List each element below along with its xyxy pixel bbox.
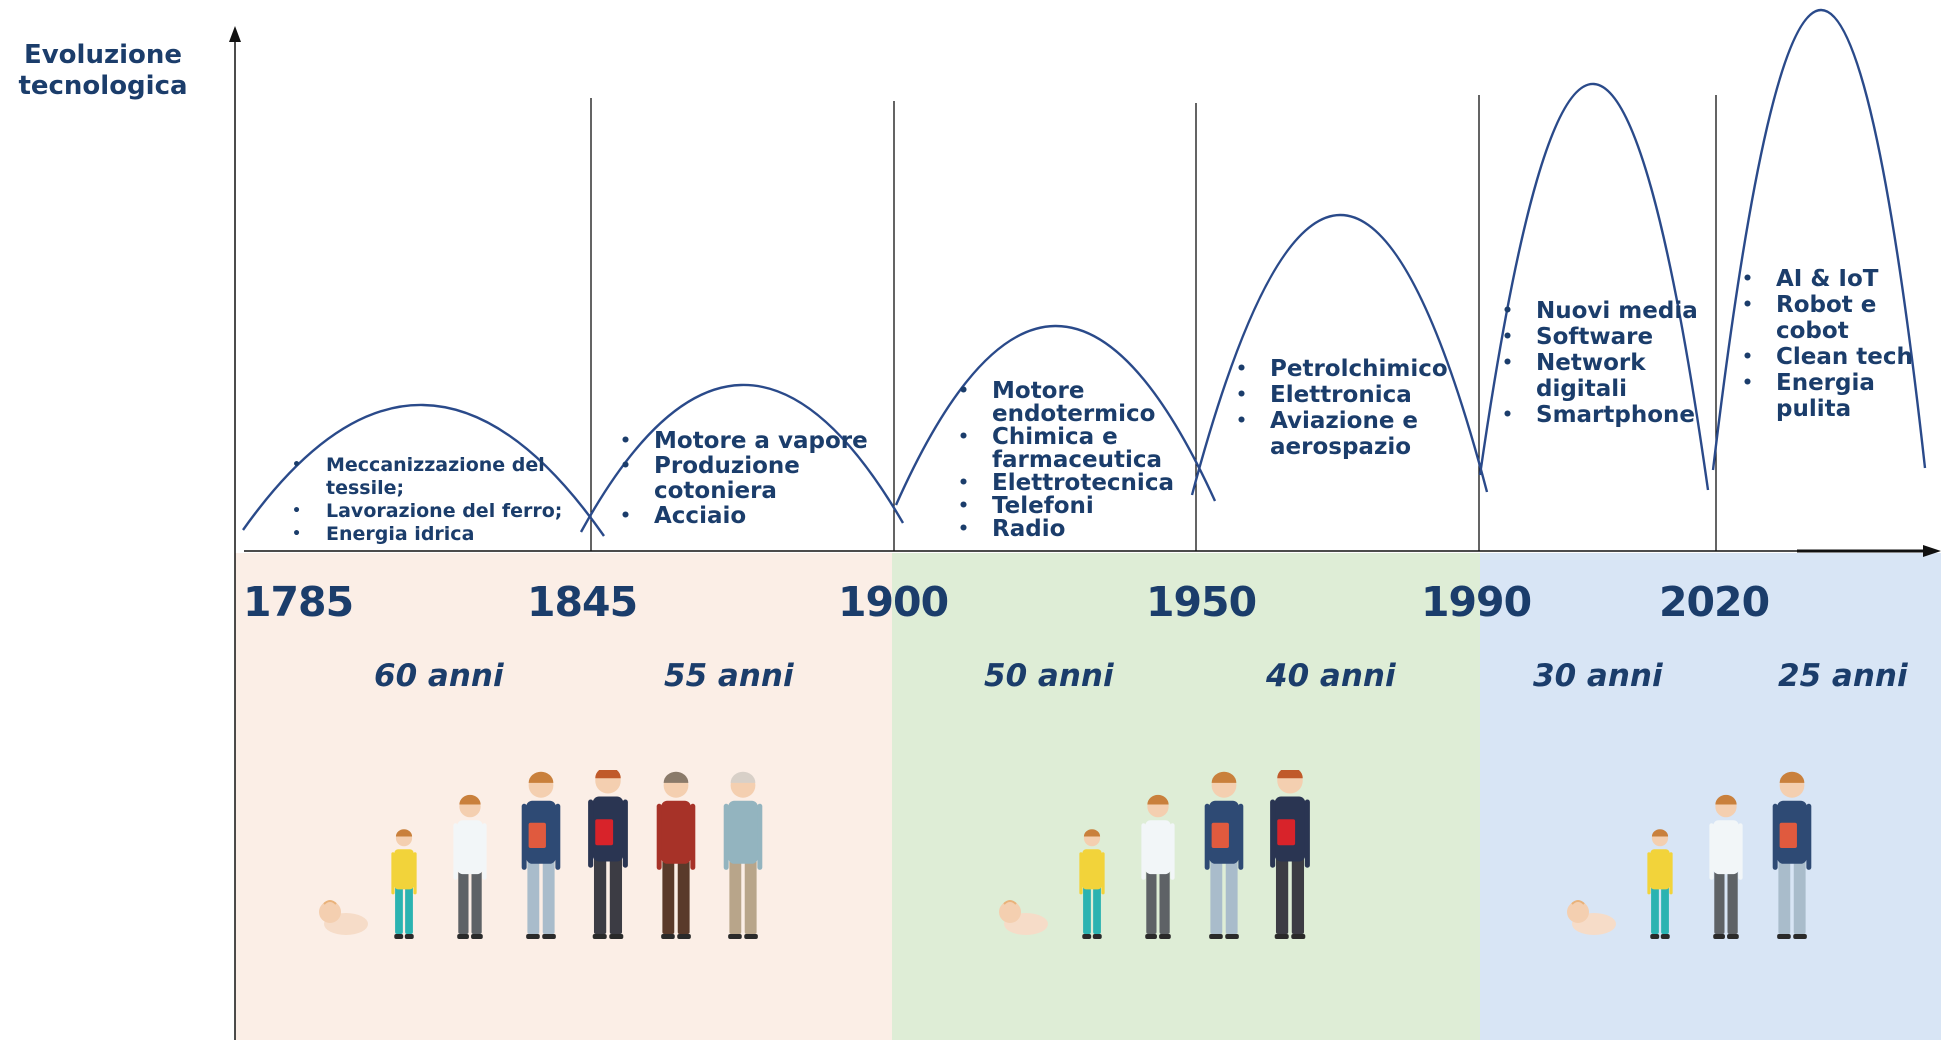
- technology-item: Chimica e farmaceutica: [958, 426, 1188, 472]
- technology-item: Elettrotecnica: [958, 472, 1188, 496]
- technology-item: Nuovi media: [1502, 298, 1722, 324]
- technology-item: Motore a vapore: [620, 429, 870, 455]
- technology-item: Telefoni: [958, 495, 1188, 519]
- person-icon: [453, 794, 487, 939]
- person-icon: [1204, 771, 1244, 939]
- technology-item: Energia idrica: [292, 523, 574, 546]
- person-icon: [1270, 770, 1310, 939]
- person-icon: [999, 900, 1048, 935]
- technology-item: Motore endotermico: [958, 380, 1188, 426]
- innovation-wave-5: [1478, 82, 1710, 491]
- x-axis-arrow-icon: [1923, 545, 1941, 557]
- technology-list-wave-4: Petrolchimico Elettronica Aviazione e ae…: [1236, 356, 1476, 460]
- person-icon: [319, 900, 368, 935]
- people-group-2: [999, 770, 1310, 939]
- person-icon: [521, 771, 561, 939]
- technology-item: Elettronica: [1236, 382, 1476, 408]
- y-axis-arrow-icon: [229, 26, 241, 42]
- people-group-1: [319, 770, 763, 939]
- duration-label: 55 anni: [664, 658, 794, 694]
- duration-label: 25 anni: [1778, 658, 1908, 694]
- technology-list-wave-6: AI & IoT Robot e cobot Clean tech Energi…: [1742, 266, 1941, 422]
- person-icon: [723, 771, 763, 939]
- technology-item: Energia pulita: [1742, 370, 1941, 422]
- year-label-1900: 1900: [838, 578, 949, 626]
- person-icon: [391, 829, 417, 939]
- person-icon: [588, 770, 628, 939]
- year-label-1950: 1950: [1146, 578, 1257, 626]
- person-icon: [1709, 794, 1743, 939]
- period-band-3: [1480, 553, 1941, 1040]
- year-label-2020: 2020: [1659, 578, 1770, 626]
- person-icon: [1567, 900, 1616, 935]
- technology-item: Meccanizzazione del tessile;: [292, 454, 574, 500]
- technology-item: Acciaio: [620, 504, 870, 530]
- axes: [229, 26, 1941, 1040]
- period-band-2: [892, 553, 1480, 1040]
- people-group-3: [1567, 771, 1812, 939]
- year-label-1990: 1990: [1421, 578, 1532, 626]
- technology-item: Robot e cobot: [1742, 292, 1941, 344]
- innovation-wave-6: [1711, 9, 1927, 471]
- period-band-1: [235, 553, 892, 1040]
- technology-item: AI & IoT: [1742, 266, 1941, 292]
- technology-item: Petrolchimico: [1236, 356, 1476, 382]
- technology-item: Clean tech: [1742, 344, 1941, 370]
- technology-list-wave-5: Nuovi media Software Network digitali Sm…: [1502, 298, 1722, 428]
- technology-item: Network digitali: [1502, 350, 1722, 402]
- technology-item: Produzione cotoniera: [620, 454, 870, 504]
- technology-item: Aviazione e aerospazio: [1236, 408, 1476, 460]
- technology-list-wave-3: Motore endotermico Chimica e farmaceutic…: [958, 380, 1188, 542]
- technology-list-wave-2: Motore a vapore Produzione cotoniera Acc…: [620, 429, 870, 530]
- person-icon: [1079, 829, 1105, 939]
- technology-item: Smartphone: [1502, 402, 1722, 428]
- duration-label: 60 anni: [374, 658, 504, 694]
- person-icon: [656, 771, 696, 939]
- duration-label: 50 anni: [984, 658, 1114, 694]
- duration-label: 40 anni: [1266, 658, 1396, 694]
- person-icon: [1141, 794, 1175, 939]
- technology-item: Software: [1502, 324, 1722, 350]
- y-axis-title: Evoluzione tecnologica: [18, 40, 188, 101]
- year-label-1845: 1845: [527, 578, 638, 626]
- person-icon: [1647, 829, 1673, 939]
- technology-list-wave-1: Meccanizzazione del tessile; Lavorazione…: [292, 454, 574, 546]
- person-icon: [1772, 771, 1812, 939]
- year-label-1785: 1785: [243, 578, 354, 626]
- technology-item: Radio: [958, 518, 1188, 542]
- technology-item: Lavorazione del ferro;: [292, 500, 574, 523]
- duration-label: 30 anni: [1533, 658, 1663, 694]
